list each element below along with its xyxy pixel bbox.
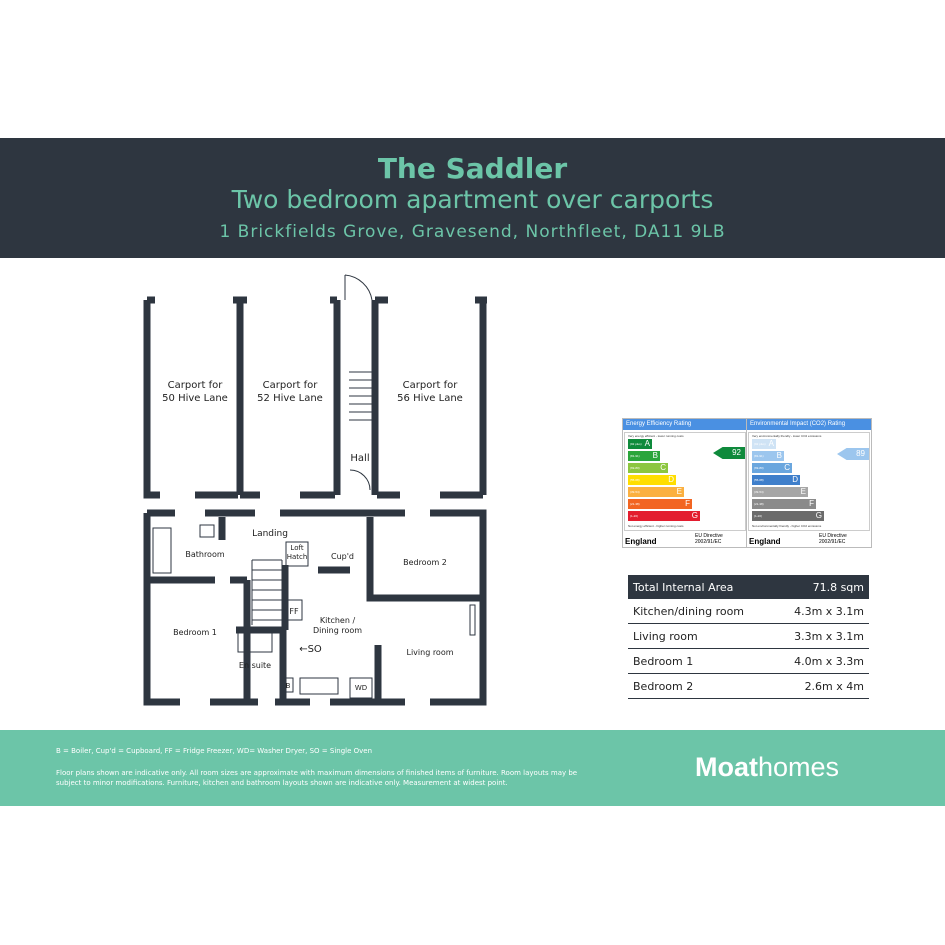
footer-banner: B = Boiler, Cup'd = Cupboard, FF = Fridg… — [0, 730, 945, 806]
total-area-value: 71.8 sqm — [812, 580, 864, 594]
band-letter: F — [809, 499, 814, 508]
band-range: (55-68) — [630, 478, 640, 482]
abbreviation-key: B = Boiler, Cup'd = Cupboard, FF = Fridg… — [56, 747, 373, 755]
header-banner: The Saddler Two bedroom apartment over c… — [0, 138, 945, 258]
table-row: Living room 3.3m x 3.1m — [628, 624, 869, 649]
room-size: 4.3m x 3.1m — [794, 604, 864, 618]
room-name: Bedroom 1 — [633, 654, 694, 668]
epc-directive: EU Directive 2002/91/EC — [695, 533, 723, 545]
bathroom-label: Bathroom — [185, 550, 225, 559]
fridge-freezer-label: FF — [289, 607, 299, 616]
hall-label: Hall — [350, 453, 370, 464]
band-range: (39-54) — [754, 490, 764, 494]
total-area-label: Total Internal Area — [633, 580, 734, 594]
rating-band-b: (81-91) B — [752, 451, 784, 461]
band-letter: D — [792, 475, 798, 484]
band-range: (92 plus) — [754, 442, 766, 446]
rating-band-f: (21-38) F — [628, 499, 692, 509]
epc-top-note: Very energy efficient - lower running co… — [628, 434, 684, 438]
band-range: (69-80) — [630, 466, 640, 470]
table-row: Bedroom 2 2.6m x 4m — [628, 674, 869, 699]
environmental-impact-chart: Environmental Impact (CO2) Rating Very e… — [746, 418, 872, 548]
landing-label: Landing — [252, 529, 288, 539]
rating-band-a: (92 plus)A — [752, 439, 776, 449]
rating-band-g: (1-20) G — [752, 511, 824, 521]
rating-band-g: (1-20) G — [628, 511, 700, 521]
epc-country: England — [625, 537, 657, 546]
cupboard-label: Cup'd — [330, 552, 354, 561]
table-header-row: Total Internal Area 71.8 sqm — [628, 575, 869, 599]
band-range: (81-91) — [630, 454, 640, 458]
loft-hatch-label: Loft Hatch — [286, 544, 308, 561]
band-range: (21-38) — [630, 502, 640, 506]
boiler-label: B — [285, 682, 291, 690]
band-letter: G — [691, 511, 698, 520]
band-letter: B — [776, 451, 782, 460]
current-rating-arrow: 89 — [837, 448, 869, 460]
energy-efficiency-chart: Energy Efficiency Rating Very energy eff… — [622, 418, 748, 548]
area-table: Total Internal Area 71.8 sqm Kitchen/dini… — [628, 575, 869, 699]
room-size: 2.6m x 4m — [804, 679, 864, 693]
band-letter: C — [660, 463, 666, 472]
band-letter: A — [768, 439, 774, 448]
rating-band-b: (81-91) B — [628, 451, 660, 461]
band-letter: C — [784, 463, 790, 472]
kitchen-label: Kitchen / Dining room — [312, 616, 363, 635]
address: 1 Brickfields Grove, Gravesend, Northfle… — [219, 222, 726, 242]
band-range: (81-91) — [754, 454, 764, 458]
band-range: (69-80) — [754, 466, 764, 470]
bedroom-1-label: Bedroom 1 — [173, 628, 217, 637]
room-name: Kitchen/dining room — [633, 604, 745, 618]
carport-56-label: Carport for 56 Hive Lane — [397, 380, 463, 404]
band-letter: E — [676, 487, 682, 496]
band-letter: B — [652, 451, 658, 460]
living-room-label: Living room — [406, 648, 454, 657]
carport-52-label: Carport for 52 Hive Lane — [257, 380, 323, 404]
rating-band-c: (69-80) C — [628, 463, 668, 473]
room-name: Living room — [633, 629, 698, 643]
band-range: (39-54) — [630, 490, 640, 494]
band-range: (55-68) — [754, 478, 764, 482]
epc-title: Environmental Impact (CO2) Rating — [747, 419, 871, 430]
epc-bottom-note: Not environmentally friendly - higher CO… — [752, 524, 822, 528]
band-range: (92 plus) — [630, 442, 642, 446]
epc-country: England — [749, 537, 781, 546]
rating-band-d: (55-68) D — [628, 475, 676, 485]
carport-50-label: Carport for 50 Hive Lane — [162, 380, 228, 404]
band-letter: G — [815, 511, 822, 520]
epc-bottom-note: Not energy efficient - higher running co… — [628, 524, 684, 528]
room-name: Bedroom 2 — [633, 679, 694, 693]
current-rating-arrow: 92 — [713, 447, 745, 459]
band-range: (21-38) — [754, 502, 764, 506]
rating-band-f: (21-38) F — [752, 499, 816, 509]
rating-band-e: (39-54) E — [628, 487, 684, 497]
rating-band-a: (92 plus)A — [628, 439, 652, 449]
table-row: Kitchen/dining room 4.3m x 3.1m — [628, 599, 869, 624]
epc-title: Energy Efficiency Rating — [623, 419, 747, 430]
band-letter: E — [800, 487, 806, 496]
single-oven-label: ←SO — [299, 644, 322, 655]
room-size: 3.3m x 3.1m — [794, 629, 864, 643]
epc-top-note: Very environmentally friendly - lower CO… — [752, 434, 822, 438]
rating-band-c: (69-80) C — [752, 463, 792, 473]
epc-directive: EU Directive 2002/91/EC — [819, 533, 847, 545]
table-row: Bedroom 1 4.0m x 3.3m — [628, 649, 869, 674]
band-letter: F — [685, 499, 690, 508]
band-letter: D — [668, 475, 674, 484]
band-letter: A — [644, 439, 650, 448]
disclaimer: Floor plans shown are indicative only. A… — [56, 769, 578, 787]
rating-band-e: (39-54) E — [752, 487, 808, 497]
washer-dryer-label: WD — [354, 684, 368, 692]
bedroom-2-label: Bedroom 2 — [403, 558, 447, 567]
rating-band-d: (55-68) D — [752, 475, 800, 485]
en-suite-label: En suite — [238, 661, 272, 670]
room-size: 4.0m x 3.3m — [794, 654, 864, 668]
page-title: The Saddler — [377, 152, 568, 185]
moathomes-logo: Moathomes — [695, 752, 840, 782]
band-range: (1-20) — [630, 514, 639, 518]
page-subtitle: Two bedroom apartment over carports — [231, 185, 714, 214]
band-range: (1-20) — [754, 514, 763, 518]
